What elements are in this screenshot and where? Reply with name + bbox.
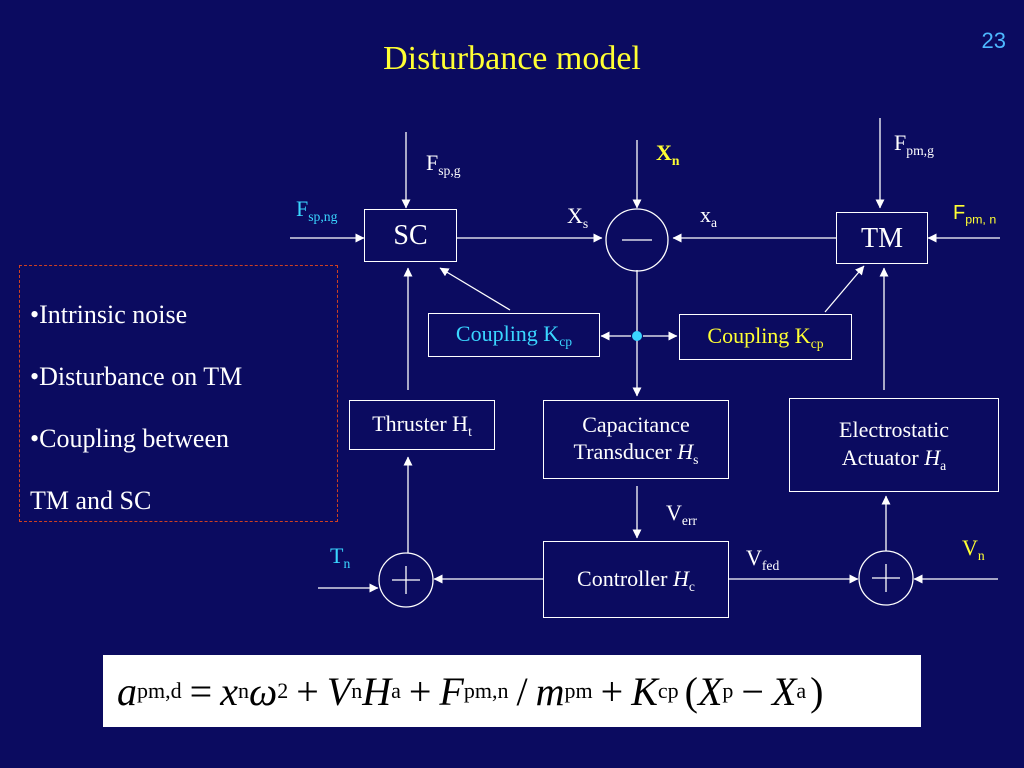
formula-k-sub: cp <box>657 678 679 703</box>
label-v-fed: Vfed <box>746 545 780 573</box>
electrostatic-line1: Electrostatic <box>839 417 949 443</box>
coupling-left-text: Coupling K <box>455 321 560 347</box>
summing-junction-error <box>605 208 669 272</box>
formula-h: H <box>362 668 392 714</box>
sc-label: SC <box>393 220 428 251</box>
capacitance-sub: s <box>693 452 699 468</box>
arrow-coupling-to-tm <box>824 265 865 313</box>
electrostatic-actuator-block: Electrostatic Actuator Ha <box>789 398 999 492</box>
summing-junction-thruster <box>378 552 434 608</box>
label-t-n: Tn <box>330 543 351 571</box>
electrostatic-sub: a <box>940 457 947 473</box>
capacitance-line2: Transducer <box>573 439 678 465</box>
label-x-n: Xn <box>656 140 680 168</box>
electrostatic-italic: H <box>924 444 941 470</box>
formula-rparen: ) <box>810 668 824 714</box>
note-line-2: •Disturbance on TM <box>30 362 243 391</box>
note-line-4: TM and SC <box>30 486 152 515</box>
tm-label: TM <box>861 222 903 254</box>
label-v-n: Vn <box>962 535 985 563</box>
controller-text: Controller <box>577 565 673 591</box>
formula-xa: X <box>771 668 797 714</box>
formula-plus-1: + <box>296 668 319 714</box>
capacitance-transducer-block: Capacitance Transducer Hs <box>543 400 729 479</box>
controller-block: Controller Hc <box>543 541 729 618</box>
formula-f: F <box>439 668 464 714</box>
formula-plus-2: + <box>408 668 432 714</box>
formula-v: V <box>326 668 352 714</box>
formula-f-sub: pm,n <box>463 678 509 703</box>
tm-block: TM <box>836 212 928 264</box>
notes-box: •Intrinsic noise •Disturbance on TM •Cou… <box>19 265 338 522</box>
slide-title: Disturbance model <box>383 40 641 77</box>
label-f-pm-g: Fpm,g <box>894 130 934 158</box>
formula-plus-3: + <box>600 668 624 714</box>
coupling-right-text: Coupling K <box>707 323 811 349</box>
formula-omega: ω <box>248 668 278 714</box>
formula-v-sub: n <box>351 678 363 703</box>
coupling-right-sub: cp <box>810 335 824 351</box>
thruster-text: Thruster H <box>372 411 469 437</box>
controller-sub: c <box>688 578 695 594</box>
thruster-block: Thruster Ht <box>349 400 495 450</box>
formula-minus: − <box>741 668 764 714</box>
electrostatic-line2: Actuator <box>841 444 925 470</box>
formula-a-sub: pm,d <box>137 678 182 703</box>
formula-x: x <box>220 668 238 714</box>
sc-block: SC <box>364 209 457 262</box>
formula-a: a <box>117 668 137 714</box>
formula-x-sub: n <box>237 678 249 703</box>
formula-eq: = <box>189 668 213 714</box>
capacitance-italic: H <box>677 439 694 465</box>
coupling-node-dot <box>632 331 642 341</box>
coupling-block-right: Coupling Kcp <box>679 314 852 360</box>
formula-h-sub: a <box>391 678 401 703</box>
formula-lparen: ( <box>684 668 698 714</box>
capacitance-line1: Capacitance <box>582 411 690 437</box>
slide-number: 23 <box>981 28 1006 53</box>
note-line-3: •Coupling between <box>30 424 230 453</box>
formula-k: K <box>631 668 658 714</box>
label-f-sp-g: Fsp,g <box>426 150 461 178</box>
formula-xp: X <box>697 668 723 714</box>
formula-m-sub: pm <box>564 678 593 703</box>
label-f-sp-ng: Fsp,ng <box>296 196 338 224</box>
arrow-coupling-to-sc <box>439 267 511 311</box>
thruster-sub: t <box>468 423 472 439</box>
label-x-s: Xs <box>567 203 589 231</box>
coupling-block-left: Coupling Kcp <box>428 313 600 357</box>
controller-italic: H <box>672 565 689 591</box>
formula-omega-sup: 2 <box>277 678 289 703</box>
coupling-left-sub: cp <box>559 333 573 349</box>
label-x-a: xa <box>700 202 718 230</box>
label-f-pm-n: Fpm, n <box>953 202 997 227</box>
note-line-1: •Intrinsic noise <box>30 300 188 329</box>
summing-junction-actuator <box>858 550 914 606</box>
formula-xp-sub: p <box>722 678 734 703</box>
label-v-err: Verr <box>666 500 698 528</box>
formula-m: m <box>535 668 565 714</box>
formula-slash: / <box>516 668 528 714</box>
formula-xa-sub: a <box>796 678 807 703</box>
